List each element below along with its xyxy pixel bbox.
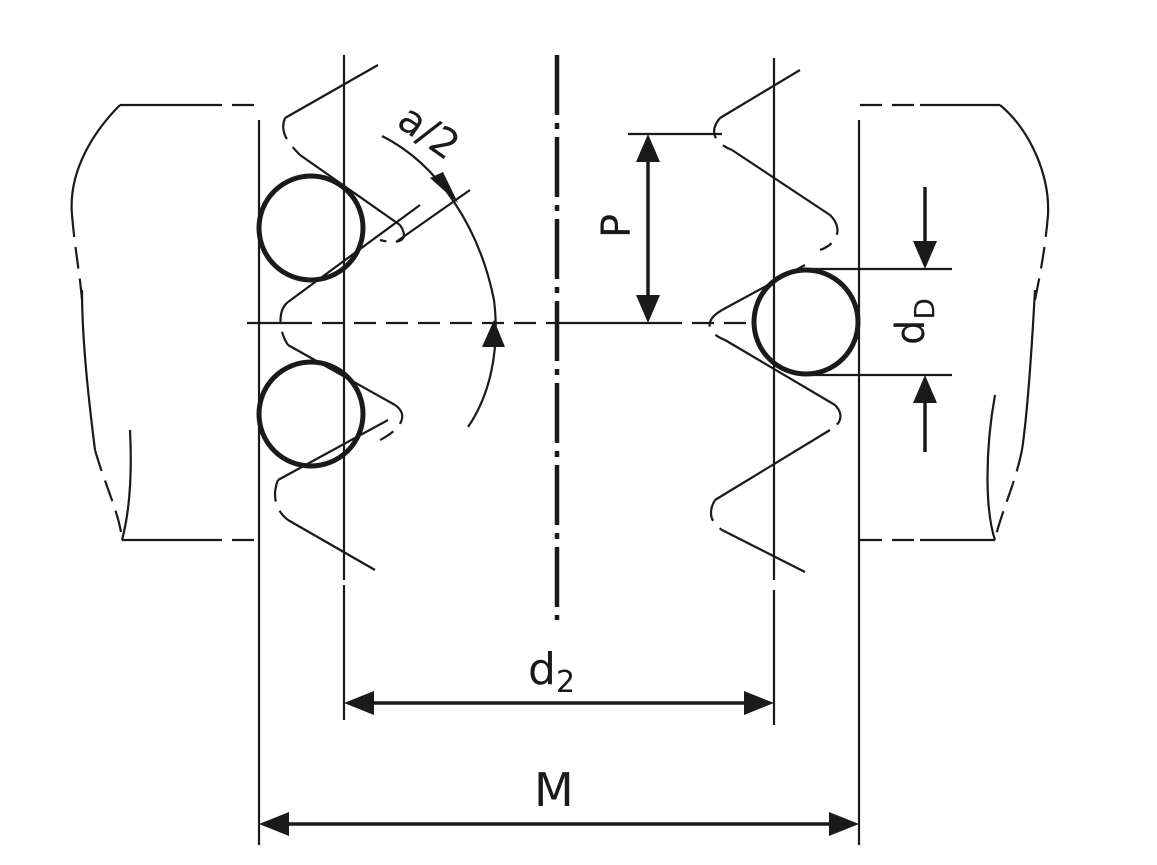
half-angle-arrowhead-bottom xyxy=(482,320,505,347)
right-body-outline xyxy=(860,103,1050,542)
wire-diameter-label: dD xyxy=(888,298,941,345)
wire-circle-lower-left xyxy=(256,359,366,469)
measurement-label: M xyxy=(534,763,574,817)
half-angle-arrowhead-top xyxy=(430,172,458,203)
half-angle-dimension: a/2 xyxy=(381,96,505,428)
wire-circle-upper-left xyxy=(256,173,366,283)
pitch-diameter-dimension: d2 xyxy=(344,644,774,715)
left-body-outline xyxy=(70,103,260,542)
wire-circle-right xyxy=(751,267,861,377)
left-thread-flanks xyxy=(273,64,421,571)
d2-arrowhead-left xyxy=(344,691,374,715)
wire-diameter-arrowhead-top xyxy=(913,241,937,269)
pitch-dimension: P xyxy=(594,132,722,323)
d2-arrowhead-right xyxy=(744,691,774,715)
m-arrowhead-left xyxy=(259,812,289,836)
pitch-diameter-lines xyxy=(342,55,776,725)
half-angle-label: a/2 xyxy=(389,96,467,170)
m-arrowhead-right xyxy=(829,812,859,836)
wire-diameter-arrowhead-bottom xyxy=(913,375,937,403)
pitch-arrowhead-top xyxy=(636,134,660,162)
pitch-label: P xyxy=(594,214,640,238)
wire-diameter-dimension: dD xyxy=(806,187,952,452)
pitch-diameter-label: d2 xyxy=(528,644,575,700)
pitch-arrowhead-bottom xyxy=(636,295,660,323)
measurement-dimension: M xyxy=(259,763,859,836)
